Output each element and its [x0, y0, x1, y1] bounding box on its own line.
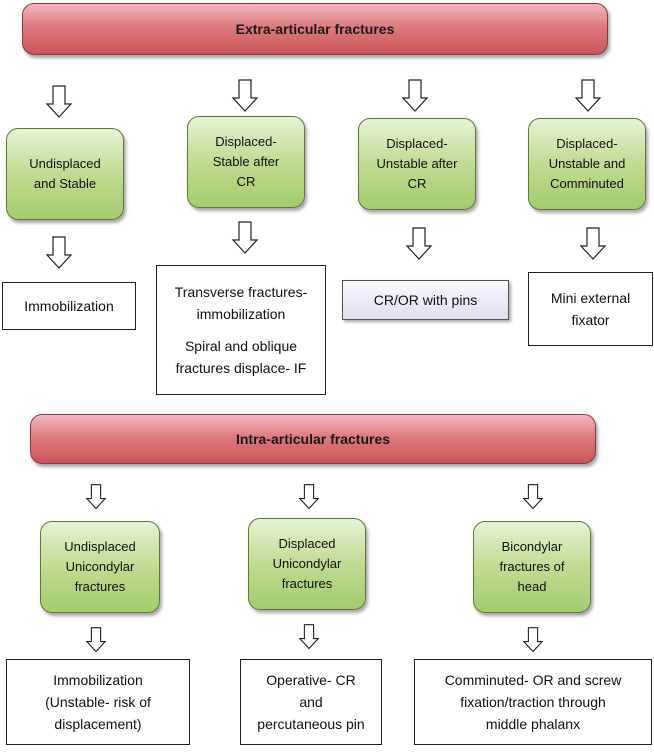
category-undisplaced-stable: Undisplaced and Stable	[6, 128, 124, 220]
extra-articular-title: Extra-articular fractures	[235, 21, 395, 37]
category-displaced-stable: Displaced- Stable after CR	[187, 116, 305, 208]
category-line: and Stable	[33, 176, 97, 191]
treatment-line: immobilization	[196, 306, 286, 322]
treatment-line: displacement)	[54, 716, 142, 732]
treatment-comminuted-or-screw: Comminuted- OR and screw fixation/tracti…	[414, 659, 652, 745]
category-line: Undisplaced	[29, 156, 101, 171]
intra-articular-title: Intra-articular fractures	[235, 431, 391, 447]
treatment-line: fractures displace- IF	[175, 360, 307, 376]
treatment-immobilization: Immobilization	[2, 282, 136, 330]
down-arrow-icon	[574, 79, 602, 112]
treatment-line: fixation/traction through	[460, 694, 606, 710]
treatment-line: Operative- CR	[266, 672, 356, 688]
treatment-line: Transverse fractures-	[174, 284, 308, 300]
treatment-line: Comminuted- OR and screw	[444, 672, 622, 688]
category-displaced-unstable: Displaced- Unstable after CR	[358, 118, 476, 210]
intra-articular-header: Intra-articular fractures	[30, 414, 596, 464]
treatment-line: fixator	[571, 312, 610, 328]
category-line: Displaced	[278, 536, 336, 551]
treatment-line: CR/OR with pins	[373, 292, 478, 308]
category-bicondylar: Bicondylar fractures of head	[473, 521, 591, 613]
treatment-line: middle phalanx	[485, 716, 581, 732]
category-displaced-unicondylar: Displaced Unicondylar fractures	[248, 518, 366, 610]
category-line: Unicondylar	[65, 559, 135, 574]
treatment-line: Immobilization	[53, 672, 143, 688]
down-arrow-icon	[298, 623, 320, 651]
treatment-line: percutaneous pin	[257, 716, 365, 732]
treatment-line: (Unstable- risk of	[45, 694, 151, 710]
category-line: Unstable and	[548, 156, 626, 171]
category-displaced-comminuted: Displaced- Unstable and Comminuted	[528, 118, 646, 210]
category-line: Displaced-	[215, 134, 277, 149]
extra-articular-header: Extra-articular fractures	[22, 3, 608, 55]
down-arrow-icon	[522, 483, 544, 511]
treatment-operative-cr: Operative- CR and percutaneous pin	[240, 659, 382, 745]
down-arrow-icon	[579, 227, 607, 260]
category-line: Comminuted	[550, 176, 624, 191]
down-arrow-icon	[85, 626, 107, 654]
down-arrow-icon	[231, 221, 259, 254]
category-line: Bicondylar	[501, 539, 563, 554]
category-line: head	[517, 579, 547, 594]
down-arrow-icon	[522, 626, 544, 654]
treatment-line: Mini external	[550, 290, 631, 306]
down-arrow-icon	[298, 483, 320, 511]
treatment-line: Spiral and oblique	[184, 338, 298, 354]
category-line: fractures of	[499, 559, 565, 574]
treatment-mini-external-fixator: Mini external fixator	[528, 272, 653, 346]
category-line: Stable after	[212, 154, 280, 169]
category-line: CR	[236, 174, 256, 189]
category-line: Unicondylar	[272, 556, 342, 571]
down-arrow-icon	[45, 236, 73, 269]
category-line: Undisplaced	[64, 539, 136, 554]
category-undisplaced-unicondylar: Undisplaced Unicondylar fractures	[40, 521, 160, 613]
down-arrow-icon	[405, 227, 433, 260]
treatment-transverse-spiral: Transverse fractures- immobilization Spi…	[156, 265, 326, 395]
down-arrow-icon	[85, 483, 107, 511]
category-line: fractures	[281, 576, 333, 591]
category-line: Displaced-	[556, 136, 618, 151]
down-arrow-icon	[45, 85, 73, 118]
treatment-immobilization-unstable: Immobilization (Unstable- risk of displa…	[6, 659, 190, 745]
category-line: Displaced-	[386, 136, 448, 151]
treatment-line: Immobilization	[24, 298, 114, 314]
down-arrow-icon	[231, 79, 259, 112]
category-line: Unstable after	[376, 156, 458, 171]
category-line: fractures	[74, 579, 126, 594]
category-line: CR	[407, 176, 427, 191]
down-arrow-icon	[401, 79, 429, 112]
treatment-line: and	[299, 694, 323, 710]
treatment-cr-or-pins: CR/OR with pins	[342, 280, 509, 320]
